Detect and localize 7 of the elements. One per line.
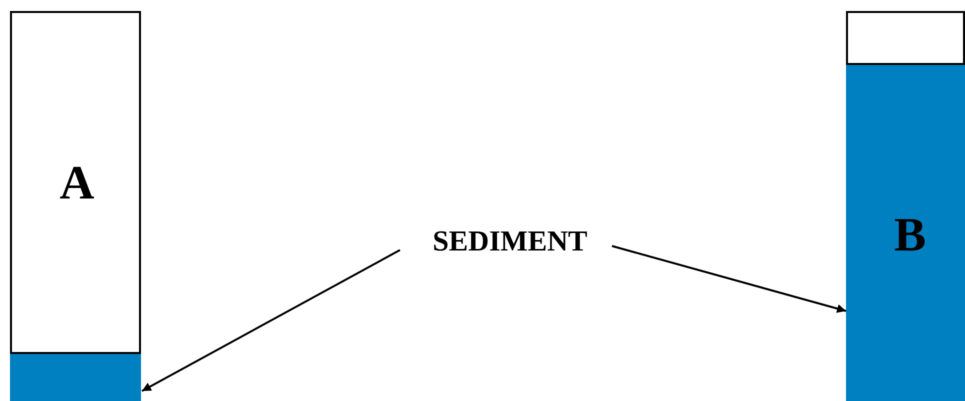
tube-label: A: [60, 156, 94, 210]
sediment-layer: [10, 352, 141, 401]
arrow: [612, 245, 846, 313]
arrow: [142, 249, 400, 392]
tube-label: B: [894, 208, 926, 262]
label-text: SEDIMENT: [432, 226, 588, 258]
test-tube: [10, 11, 141, 401]
